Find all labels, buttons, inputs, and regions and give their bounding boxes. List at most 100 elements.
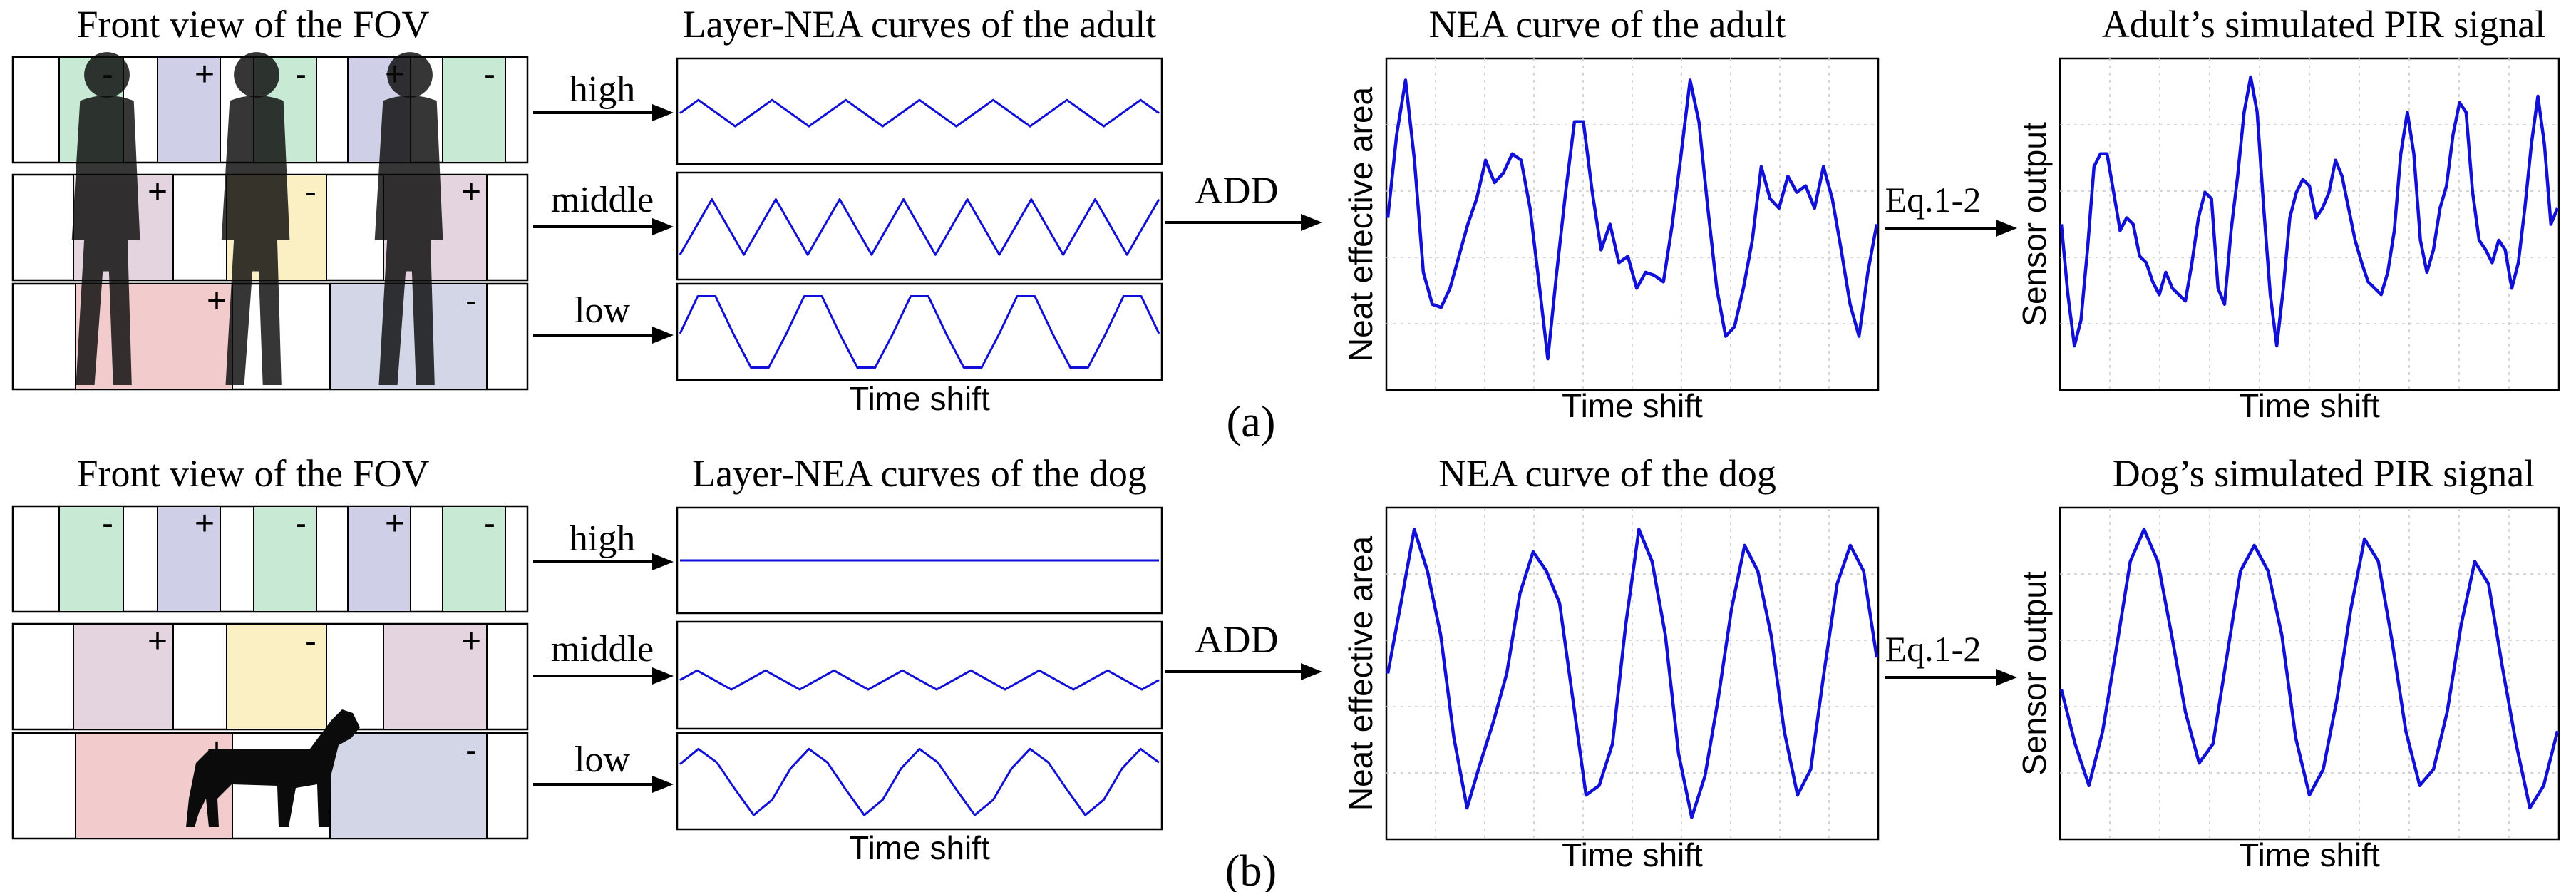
fov-zone-top-4 (442, 506, 506, 612)
add-label: ADD (1195, 618, 1279, 661)
adult-silhouette-3-head (387, 52, 433, 98)
layer-arrow-high-head (652, 553, 674, 570)
nea-time-label: Time shift (1562, 836, 1703, 873)
fov-sign: - (465, 282, 477, 320)
fov-zone-top-1 (157, 506, 221, 612)
layer-arrow-middle (533, 667, 674, 685)
layer-label-middle: middle (551, 180, 654, 220)
fov-sign: + (195, 505, 215, 543)
nea-curve (1386, 528, 1879, 819)
layer-label-middle: middle (551, 629, 654, 670)
add-arrow (1165, 214, 1322, 231)
eq-arrow-head (1996, 669, 2017, 686)
add-arrow (1165, 663, 1322, 680)
fov-zone-top-2 (253, 506, 317, 612)
adult-silhouette-1-head (84, 52, 130, 98)
adult-silhouette-2-body (221, 95, 290, 385)
panel-caption: (b) (1225, 847, 1277, 892)
fov-sign: - (484, 505, 495, 543)
layer-label-high: high (570, 69, 635, 110)
layer-curve-middle (679, 198, 1160, 256)
layer-box-high (676, 57, 1163, 165)
layer-box-low (676, 282, 1163, 381)
fov-zone-middle-0 (73, 623, 174, 730)
fov-sign: - (295, 505, 306, 543)
dog-silhouette-body (186, 709, 360, 827)
layer-title: Layer-NEA curves of the dog (692, 452, 1147, 495)
adult-silhouette-2 (221, 52, 290, 385)
nea-curve (1386, 78, 1879, 361)
layer-curve-low (679, 747, 1160, 816)
fov-sign: - (295, 56, 306, 93)
fov-sign: - (305, 622, 316, 660)
pir-curve (2059, 528, 2560, 810)
layer-arrow-high (533, 104, 674, 121)
pir-curve (2059, 75, 2560, 348)
layer-box-low (676, 732, 1163, 831)
layer-arrow-low-head (652, 327, 674, 344)
add-arrow-head (1301, 214, 1322, 231)
fov-zone-top-1 (157, 56, 221, 163)
pir-y-label: Sensor output (2016, 122, 2053, 327)
eq-arrow (1885, 220, 2017, 237)
pir-title: Adult’s simulated PIR signal (2102, 3, 2546, 46)
adult-silhouette-3-body (374, 95, 443, 385)
layer-arrow-high-head (652, 104, 674, 121)
layer-box-middle (676, 620, 1163, 730)
fov-sign: + (148, 173, 168, 211)
layer-time-label: Time shift (849, 380, 990, 417)
layer-time-label: Time shift (849, 829, 990, 866)
fov-sign: + (385, 505, 405, 543)
layer-arrow-low-head (652, 776, 674, 793)
fov-title: Front view of the FOV (77, 452, 430, 495)
layer-arrow-low (533, 327, 674, 344)
pir-time-label: Time shift (2239, 387, 2380, 424)
add-label: ADD (1195, 169, 1279, 212)
layer-arrow-middle (533, 218, 674, 235)
fov-zone-low-0 (75, 283, 233, 390)
fov-zone-low-1 (329, 732, 488, 839)
fov-title: Front view of the FOV (77, 3, 430, 46)
nea-y-label: Neat effective area (1342, 535, 1379, 811)
adult-silhouette-2-head (234, 52, 279, 98)
layer-curve-high (679, 98, 1160, 128)
fov-sign: - (305, 173, 316, 211)
pir-time-label: Time shift (2239, 836, 2380, 873)
nea-time-label: Time shift (1562, 387, 1703, 424)
dog-silhouette (186, 709, 360, 827)
layer-label-low: low (575, 290, 630, 331)
panel-caption: (a) (1227, 398, 1276, 446)
eq-label: Eq.1-2 (1885, 629, 1982, 669)
fov-zone-low-1 (329, 283, 488, 390)
fov-sign: + (461, 173, 481, 211)
pir-y-label: Sensor output (2016, 571, 2053, 776)
nea-title: NEA curve of the adult (1429, 3, 1786, 46)
pir-title: Dog’s simulated PIR signal (2113, 452, 2535, 495)
adult-silhouette-1-body (71, 95, 140, 385)
layer-label-low: low (575, 739, 630, 780)
fov-zone-top-0 (58, 506, 124, 612)
layer-arrow-middle-head (652, 218, 674, 235)
add-arrow-head (1301, 663, 1322, 680)
fov-sign: + (207, 282, 227, 320)
layer-title: Layer-NEA curves of the adult (683, 3, 1157, 46)
layer-arrow-low (533, 776, 674, 793)
layer-curve-low (679, 295, 1160, 369)
nea-title: NEA curve of the dog (1438, 452, 1776, 495)
fov-sign: - (102, 505, 113, 543)
eq-label: Eq.1-2 (1885, 180, 1982, 220)
fov-zone-top-4 (442, 56, 506, 163)
fov-sign: + (195, 56, 215, 93)
eq-arrow (1885, 669, 2017, 686)
adult-silhouette-3 (374, 52, 443, 385)
layer-label-high: high (570, 518, 635, 559)
layer-curve-middle (679, 669, 1160, 691)
fov-sign: + (148, 622, 168, 660)
eq-arrow-head (1996, 220, 2017, 237)
fov-zone-middle-2 (383, 623, 488, 730)
nea-y-label: Neat effective area (1342, 86, 1379, 362)
fov-zone-middle-1 (226, 623, 327, 730)
fov-sign: - (484, 56, 495, 93)
